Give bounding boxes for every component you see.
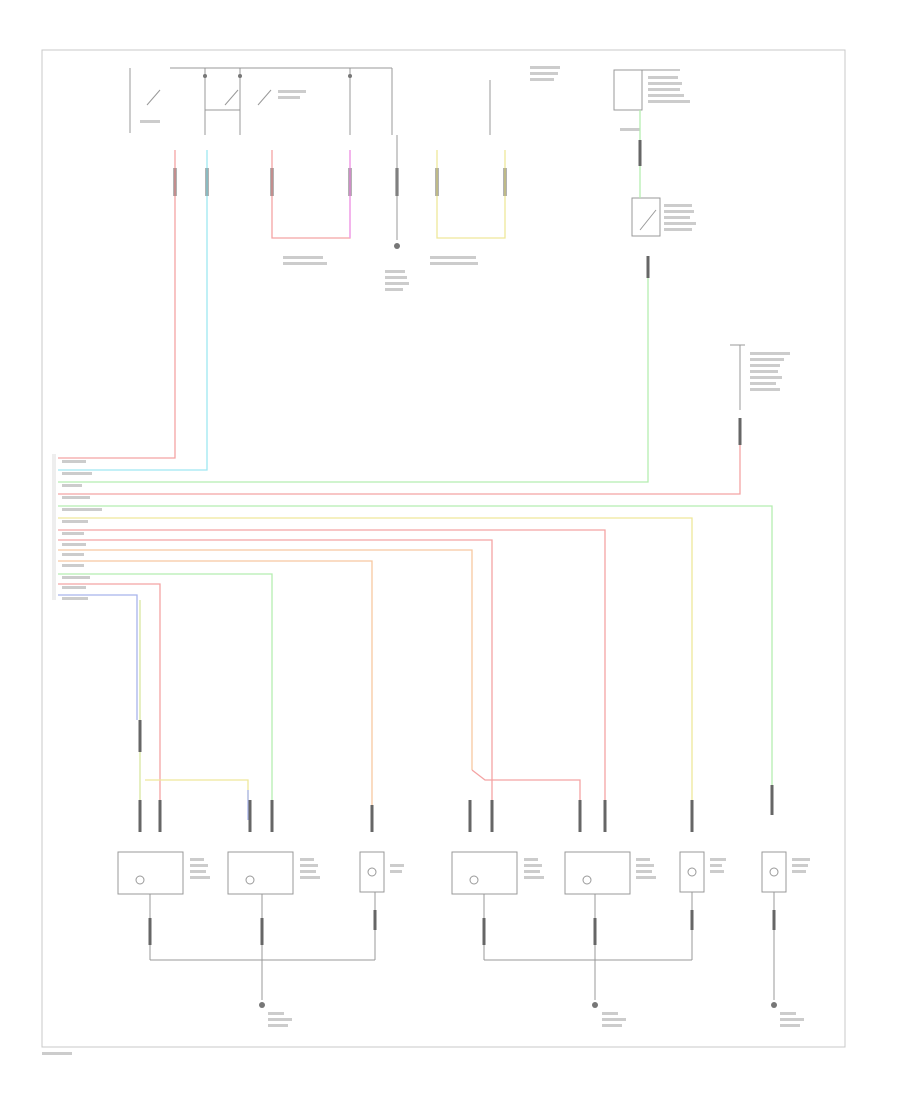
top-right-module bbox=[613, 69, 696, 278]
lower-jumpers bbox=[145, 769, 581, 820]
top-loop-pink-magenta bbox=[271, 150, 351, 239]
module-right-1 bbox=[451, 851, 518, 895]
right-sensor bbox=[730, 344, 790, 445]
top-connectors bbox=[173, 168, 507, 196]
ground-wiring bbox=[148, 892, 804, 1027]
module-left-2 bbox=[227, 851, 294, 895]
module-right-4 bbox=[761, 851, 787, 893]
module-left-3 bbox=[359, 851, 385, 893]
module-left-1 bbox=[117, 851, 184, 895]
bus-wires bbox=[58, 150, 773, 820]
diagram-frame bbox=[41, 49, 846, 1048]
lamp-modules bbox=[117, 851, 787, 895]
module-right-2 bbox=[564, 851, 631, 895]
tiny-labels bbox=[140, 66, 560, 291]
fuse-switch-block bbox=[129, 67, 491, 135]
module-right-3 bbox=[679, 851, 705, 893]
footer-ref-mark bbox=[42, 1052, 72, 1055]
module-labels bbox=[190, 858, 810, 879]
lower-connectors bbox=[138, 720, 774, 832]
left-connector bbox=[52, 454, 102, 600]
top-loop-yellow bbox=[436, 150, 506, 239]
top-ground bbox=[394, 135, 400, 249]
